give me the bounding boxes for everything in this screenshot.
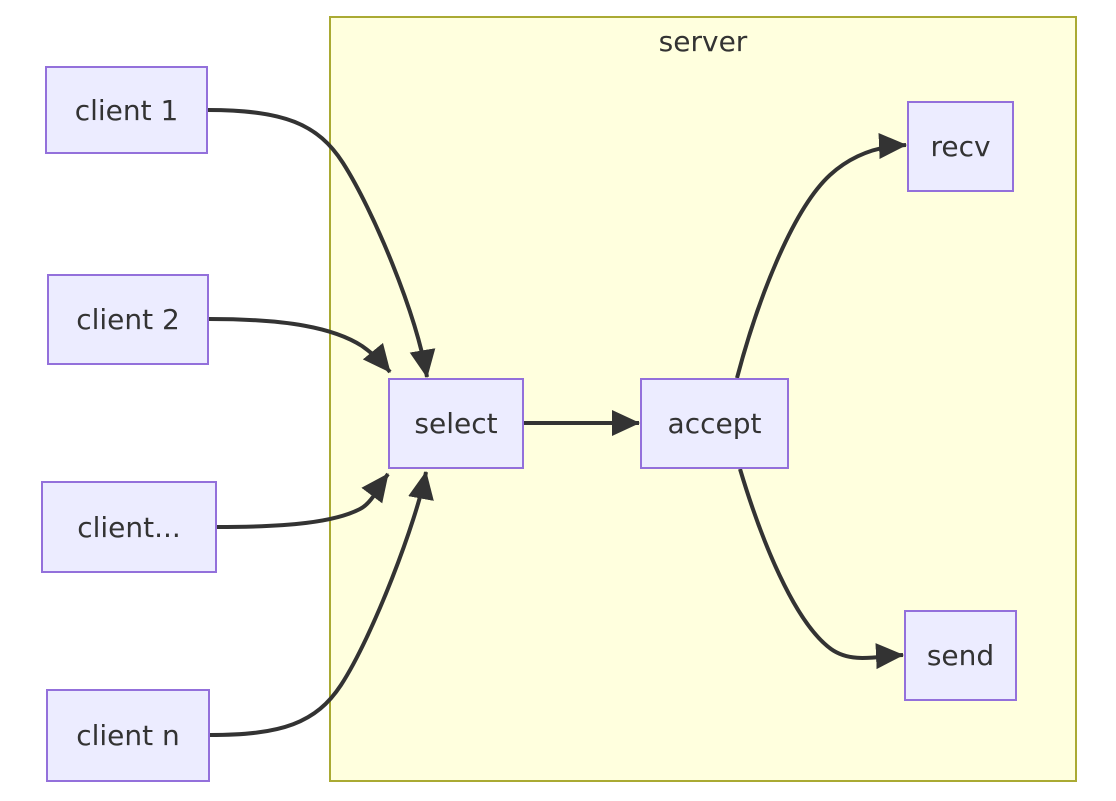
node-client-more-label: client... — [77, 510, 181, 544]
edge-accept-send — [738, 468, 904, 670]
edge-client-n-select — [209, 471, 434, 737]
node-client-more: client... — [41, 481, 217, 573]
node-accept: accept — [640, 378, 789, 469]
node-select: select — [388, 378, 524, 469]
node-client-1-label: client 1 — [74, 93, 179, 127]
edge-client2-select — [208, 317, 392, 374]
edge-accept-recv — [735, 133, 907, 379]
node-client-2-label: client 2 — [76, 303, 180, 336]
edge-client-more-select — [216, 472, 390, 529]
node-client-1: client 1 — [45, 66, 208, 154]
node-select-label: select — [414, 407, 498, 440]
node-accept-label: accept — [667, 407, 762, 440]
node-client-n-label: client n — [76, 719, 180, 752]
server-cluster-label: server — [658, 25, 748, 58]
node-send-label: send — [926, 639, 995, 672]
node-send: send — [904, 610, 1017, 701]
edge-client1-select — [207, 108, 436, 378]
node-recv: recv — [907, 101, 1014, 192]
node-client-2: client 2 — [47, 274, 209, 365]
node-client-n: client n — [46, 689, 210, 782]
node-recv-label: recv — [930, 130, 991, 163]
